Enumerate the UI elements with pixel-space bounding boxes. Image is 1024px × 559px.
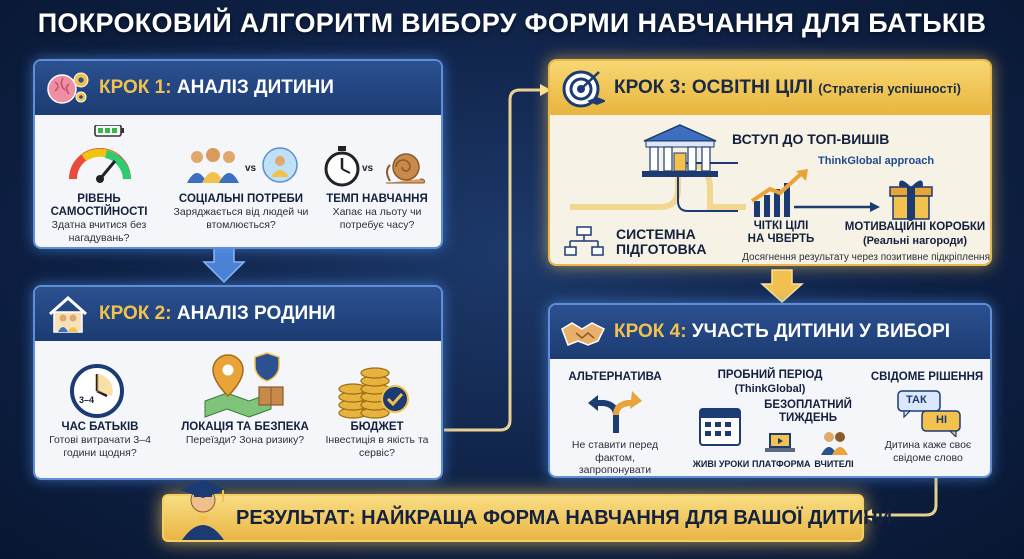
budget-item: БЮДЖЕТ Інвестиція в якість та сервіс? xyxy=(317,421,437,459)
battery-gauge-icon xyxy=(65,124,135,189)
free-week-label: БЕЗОПЛАТНИЙ ТИЖДЕНЬ xyxy=(764,399,852,425)
teachers-icon xyxy=(820,429,848,455)
step1-panel: КРОК 1: АНАЛІЗ ДИТИНИ РІВЕНЬ САМОСТІЙНОС… xyxy=(33,59,443,249)
gift-box-icon xyxy=(888,175,934,221)
teachers-label: ВЧИТЕЛІ xyxy=(814,459,854,469)
clock-icon xyxy=(69,363,125,419)
step1-heading: АНАЛІЗ ДИТИНИ xyxy=(176,77,334,98)
fork-arrows-icon xyxy=(588,389,644,433)
social-vs-text: vs xyxy=(245,163,257,174)
social-needs-label: СОЦІАЛЬНІ ПОТРЕБИ xyxy=(178,193,304,205)
down-arrow-3-4 xyxy=(760,269,804,304)
trial-period-sub: (ThinkGlobal) xyxy=(734,383,806,395)
conscious-decision-desc: Дитина каже своє свідоме слово xyxy=(884,439,972,464)
platform-label: ПЛАТФОРМА xyxy=(752,459,811,469)
location-safety-label: ЛОКАЦІЯ ТА БЕЗПЕКА xyxy=(181,421,309,433)
systematic-prep-label: СИСТЕМНА ПІДГОТОВКА xyxy=(616,226,707,257)
result-banner: РЕЗУЛЬТАТ: НАЙКРАЩА ФОРМА НАВЧАННЯ ДЛЯ В… xyxy=(162,480,892,542)
step2-heading: АНАЛІЗ РОДИНИ xyxy=(176,303,336,324)
step4-panel: КРОК 4: УЧАСТЬ ДИТИНИ У ВИБОРІ АЛЬТЕРНАТ… xyxy=(548,303,992,478)
thinkglobal-approach-label: ThinkGlobal approach xyxy=(818,155,935,167)
alternative-label: АЛЬТЕРНАТИВА xyxy=(568,371,662,383)
target-graduation-icon xyxy=(560,65,606,111)
family-house-icon xyxy=(45,291,91,337)
trial-period-label: ПРОБНИЙ ПЕРІОД xyxy=(717,369,823,381)
step2-kicker: КРОК 2: xyxy=(99,303,172,324)
step3-caption: Досягнення результату через позитивне пі… xyxy=(742,252,990,263)
alternative-desc: Не ставити перед фактом, запропонувати xyxy=(571,439,659,477)
parent-time-label: ЧАС БАТЬКІВ xyxy=(61,421,139,433)
motivation-boxes-sub: (Реальні нагороди) xyxy=(862,235,968,247)
coins-check-icon xyxy=(333,355,413,421)
live-lessons-label: ЖИВІ УРОКИ xyxy=(692,459,750,469)
stopwatch-snail-icon xyxy=(320,143,430,189)
learning-pace-label: ТЕМП НАВЧАННЯ xyxy=(326,193,428,205)
speech-bubbles-icon xyxy=(896,389,966,439)
calendar-icon xyxy=(698,403,742,447)
map-pin-shield-icon xyxy=(195,351,295,421)
result-text: РЕЗУЛЬТАТ: НАЙКРАЩА ФОРМА НАВЧАННЯ ДЛЯ В… xyxy=(236,506,893,529)
step3-panel: КРОК 3: ОСВІТНІ ЦІЛІ (Стратегія успішнос… xyxy=(548,59,992,266)
crowd-vs-person-icon xyxy=(185,145,300,189)
clock-hours-text: 3–4 xyxy=(79,395,95,405)
page-title: ПОКРОКОВИЙ АЛГОРИТМ ВИБОРУ ФОРМИ НАВЧАНН… xyxy=(37,8,987,38)
self-reliance-item: РІВЕНЬ САМОСТІЙНОСТІ Здатна вчитися без … xyxy=(43,193,155,245)
step3-subheading: (Стратегія успішності) xyxy=(818,81,961,96)
yes-bubble-text: ТАК xyxy=(906,394,927,406)
brain-gear-icon xyxy=(45,65,91,111)
graduate-icon xyxy=(176,476,230,540)
social-needs-desc: Заряджається від людей чи втомлюється? xyxy=(173,206,309,231)
budget-label: БЮДЖЕТ xyxy=(350,421,404,433)
motivation-boxes-label: МОТИВАЦІЙНІ КОРОБКИ xyxy=(844,221,986,233)
step2-panel: КРОК 2: АНАЛІЗ РОДИНИ 3–4 ЧАС БАТЬКІВ Го… xyxy=(33,285,443,480)
learning-pace-desc: Хапає на льоту чи потребує часу? xyxy=(332,206,422,231)
quarter-goals-label: ЧІТКІ ЦІЛІ НА ЧВЕРТЬ xyxy=(747,220,815,245)
parent-time-desc: Готові витрачати 3–4 години щодня? xyxy=(49,434,151,459)
conscious-decision-label: СВІДОМЕ РІШЕННЯ xyxy=(870,371,984,383)
tempo-vs-text: vs xyxy=(362,163,374,174)
location-safety-desc: Переїзди? Зона ризику? xyxy=(185,434,305,447)
step4-heading: УЧАСТЬ ДИТИНИ У ВИБОРІ xyxy=(691,321,951,342)
step3-heading: ОСВІТНІ ЦІЛІ xyxy=(691,77,814,98)
budget-desc: Інвестиція в якість та сервіс? xyxy=(325,434,429,459)
chart-flowchart-icon xyxy=(564,225,604,261)
location-safety-item: ЛОКАЦІЯ ТА БЕЗПЕКА Переїзди? Зона ризику… xyxy=(175,421,315,447)
step4-kicker: КРОК 4: xyxy=(614,321,687,342)
step3-kicker: КРОК 3: xyxy=(614,77,687,98)
social-needs-item: СОЦІАЛЬНІ ПОТРЕБИ Заряджається від людей… xyxy=(171,193,311,231)
learning-pace-item: ТЕМП НАВЧАННЯ Хапає на льоту чи потребує… xyxy=(313,193,441,231)
rising-chart-icon xyxy=(748,167,812,219)
handshake-icon xyxy=(560,309,606,355)
hi-bubble-text: HI xyxy=(936,414,947,426)
step1-kicker: КРОК 1: xyxy=(99,77,172,98)
self-reliance-desc: Здатна вчитися без нагадувань? xyxy=(51,219,147,245)
laptop-icon xyxy=(764,431,796,455)
top-universities-label: ВСТУП ДО ТОП-ВИШІВ xyxy=(732,131,890,147)
parent-time-item: ЧАС БАТЬКІВ Готові витрачати 3–4 години … xyxy=(45,421,155,459)
down-arrow-1-2 xyxy=(202,247,246,284)
university-building-icon xyxy=(640,123,720,179)
self-reliance-label: РІВЕНЬ САМОСТІЙНОСТІ xyxy=(50,193,148,219)
